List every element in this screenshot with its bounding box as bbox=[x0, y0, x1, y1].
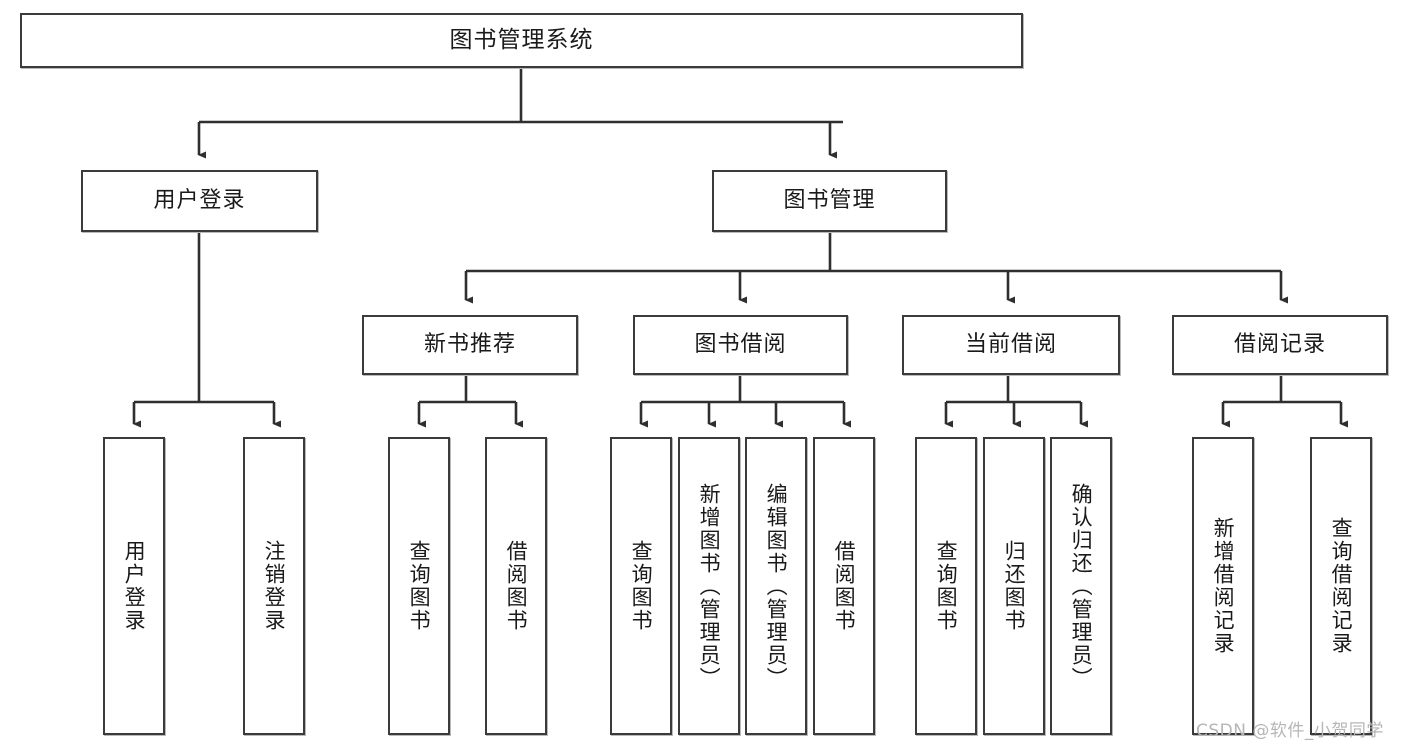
node-book-management[interactable]: 图书管理 bbox=[712, 170, 947, 232]
node-borrow-record-label: 借阅记录 bbox=[1233, 331, 1326, 357]
node-user-login[interactable]: 用户登录 bbox=[81, 170, 318, 232]
leaf-add-borrow-record[interactable]: 新增借阅记录 bbox=[1192, 437, 1254, 735]
leaf-add-book-admin[interactable]: 新增图书（管理员） bbox=[678, 437, 740, 735]
edges-current-borrow-to-leaves bbox=[944, 375, 1089, 428]
node-book-management-label: 图书管理 bbox=[783, 187, 876, 213]
leaf-query-book-current-label: 查询图书 bbox=[934, 540, 959, 632]
leaf-query-book-borrow-label: 查询图书 bbox=[629, 540, 654, 632]
node-current-borrow[interactable]: 当前借阅 bbox=[902, 315, 1120, 375]
node-new-book-recommend-label: 新书推荐 bbox=[423, 331, 516, 357]
leaf-edit-book-admin[interactable]: 编辑图书（管理员） bbox=[745, 437, 807, 735]
edges-book-management-to-level3 bbox=[464, 232, 1289, 304]
node-book-borrow[interactable]: 图书借阅 bbox=[633, 315, 848, 375]
leaf-user-login[interactable]: 用户登录 bbox=[103, 437, 165, 735]
node-new-book-recommend[interactable]: 新书推荐 bbox=[362, 315, 578, 375]
leaf-add-book-admin-label: 新增图书（管理员） bbox=[697, 482, 722, 690]
node-current-borrow-label: 当前借阅 bbox=[964, 331, 1057, 357]
leaf-borrow-book-label: 借阅图书 bbox=[832, 540, 857, 632]
leaf-query-book-recommend-label: 查询图书 bbox=[407, 540, 432, 632]
leaf-query-borrow-record[interactable]: 查询借阅记录 bbox=[1310, 437, 1372, 735]
leaf-borrow-book-recommend[interactable]: 借阅图书 bbox=[485, 437, 547, 735]
edges-user-login-to-leaves bbox=[132, 232, 282, 428]
node-borrow-record[interactable]: 借阅记录 bbox=[1172, 315, 1388, 375]
leaf-query-book-current[interactable]: 查询图书 bbox=[915, 437, 977, 735]
edges-book-borrow-to-leaves bbox=[639, 375, 852, 428]
leaf-query-book-borrow[interactable]: 查询图书 bbox=[610, 437, 672, 735]
edges-new-book-recommend-to-leaves bbox=[417, 375, 524, 428]
node-root[interactable]: 图书管理系统 bbox=[20, 13, 1023, 68]
leaf-user-login-label: 用户登录 bbox=[122, 540, 147, 632]
leaf-confirm-return-admin-label: 确认归还（管理员） bbox=[1069, 482, 1094, 690]
leaf-logout-login-label: 注销登录 bbox=[262, 540, 287, 632]
leaf-borrow-book[interactable]: 借阅图书 bbox=[813, 437, 875, 735]
leaf-logout-login[interactable]: 注销登录 bbox=[243, 437, 305, 735]
leaf-edit-book-admin-label: 编辑图书（管理员） bbox=[764, 482, 789, 690]
edges-root-to-level2 bbox=[197, 68, 843, 159]
leaf-query-borrow-record-label: 查询借阅记录 bbox=[1329, 517, 1354, 655]
leaf-add-borrow-record-label: 新增借阅记录 bbox=[1211, 517, 1236, 655]
node-user-login-label: 用户登录 bbox=[153, 187, 246, 213]
leaf-return-book[interactable]: 归还图书 bbox=[983, 437, 1045, 735]
leaf-return-book-label: 归还图书 bbox=[1002, 540, 1027, 632]
node-book-borrow-label: 图书借阅 bbox=[694, 331, 787, 357]
leaf-confirm-return-admin[interactable]: 确认归还（管理员） bbox=[1050, 437, 1112, 735]
watermark: CSDN @软件_小贺同学 bbox=[1196, 721, 1384, 741]
leaf-borrow-book-recommend-label: 借阅图书 bbox=[504, 540, 529, 632]
node-root-label: 图书管理系统 bbox=[449, 26, 594, 53]
edges-borrow-record-to-leaves bbox=[1221, 375, 1349, 428]
leaf-query-book-recommend[interactable]: 查询图书 bbox=[388, 437, 450, 735]
